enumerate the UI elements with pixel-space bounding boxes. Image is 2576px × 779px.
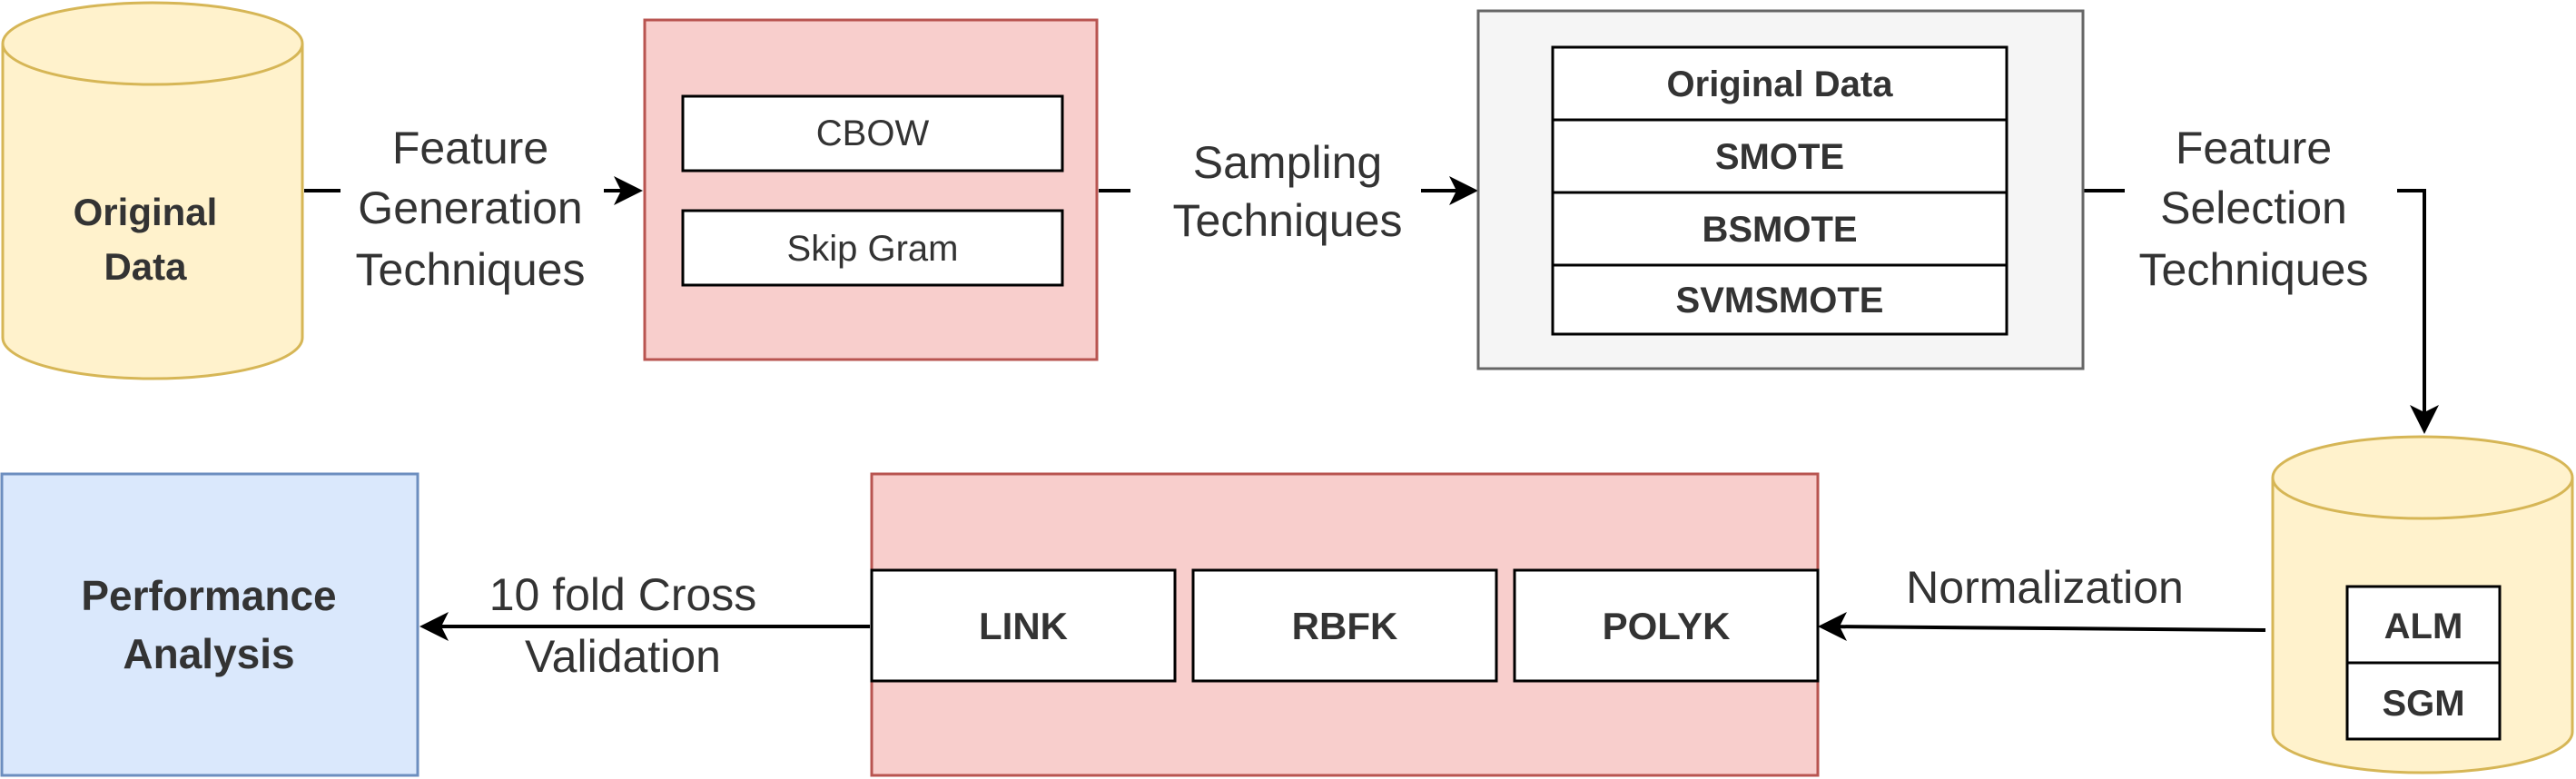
edge-label-sampling: Sampling Techniques [1130,137,1421,246]
selected-features-database: ALM SGM [2271,435,2574,774]
sgm-box [2345,661,2502,741]
original-data-label-line2: Data [104,245,187,288]
edge-label-line: Techniques [356,244,586,295]
arrowhead-performance [419,612,449,641]
edge-label-line: Feature [392,123,548,173]
label-background [341,173,604,209]
edge-label-line: Techniques [2139,244,2369,295]
alm-box [2345,585,2502,665]
sampling-item-bsmote: BSMOTE [1702,210,1857,250]
rbfk-label: RBFK [1292,605,1398,647]
feature-generation-box: CBOW Skip Gram [643,18,1099,361]
arrowhead-classifiers [1818,612,1847,641]
original-data-label-line1: Original [74,191,218,233]
link-label: LINK [979,605,1068,647]
feature-generation-container [643,18,1099,361]
edge-label-cross-validation: 10 fold Cross Validation [489,569,757,682]
edge-label-normalization: Normalization [1906,562,2184,613]
performance-analysis-box: Performance Analysis [0,472,419,777]
edge-label-feature-selection: Feature Selection Techniques [2125,123,2397,295]
alm-label: ALM [2384,606,2463,646]
edge-label-feature-generation: Feature Generation Techniques [341,123,604,295]
cylinder-body [1,44,304,380]
sampling-box: Original Data SMOTE BSMOTE SVMSMOTE [1476,9,2085,370]
original-data-database: Original Data [1,1,304,380]
polyk-box [1513,568,1820,683]
edge-label-line: Feature [2176,123,2332,173]
sampling-item-svmsmote: SVMSMOTE [1676,281,1884,320]
arrowheads [419,176,2439,641]
cylinder-top [1,1,304,86]
sgm-label: SGM [2382,684,2464,724]
cbow-box [681,94,1064,173]
sampling-item-svmsmote-box [1551,263,2008,336]
cylinder-top [2271,435,2574,520]
edge-selected-db-to-classifiers [1824,625,2266,632]
sampling-item-original-data: Original Data [1667,64,1894,104]
edge-label-line: 10 fold Cross [489,569,757,620]
edge-label-line: Validation [525,631,721,682]
performance-label-line2: Analysis [123,630,294,677]
skip-gram-label: Skip Gram [787,229,959,269]
arrowhead-sampling [1449,176,1478,205]
arrowhead-feature-generation [614,176,643,205]
arrowhead-selected-db [2410,405,2439,434]
rbfk-box [1191,568,1498,683]
label-background [2125,173,2397,209]
sampling-item-smote-box [1551,118,2008,194]
performance-container [0,472,419,777]
link-box [870,568,1177,683]
performance-label-line1: Performance [81,572,336,619]
polyk-label: POLYK [1603,605,1731,647]
skip-gram-box [681,209,1064,287]
sampling-item-original-data-box [1551,45,2008,122]
edge-label-line: Generation [358,182,582,233]
sampling-item-bsmote-box [1551,191,2008,267]
classifier-box: LINK RBFK POLYK [870,472,1820,777]
label-background [1130,173,1421,209]
sampling-item-smote: SMOTE [1715,137,1844,177]
edge-label-line: Techniques [1173,195,1403,246]
edge-label-line: Sampling [1193,137,1382,188]
cbow-label: CBOW [816,113,930,153]
edge-label-line: Normalization [1906,562,2184,613]
edge-label-line: Selection [2160,182,2347,233]
